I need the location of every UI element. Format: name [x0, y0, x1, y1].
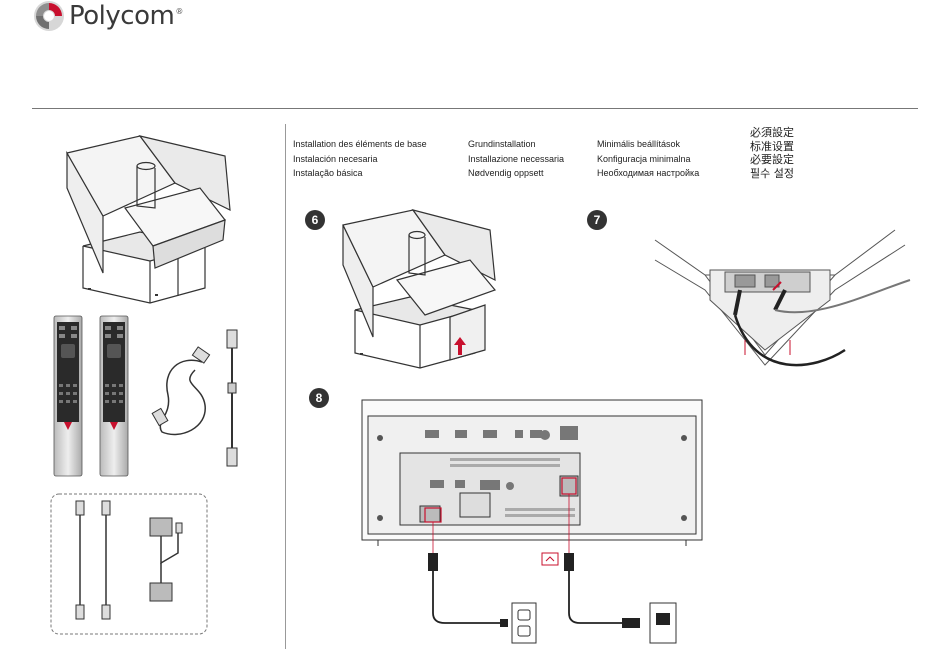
title-pt: Instalação básica	[293, 166, 427, 181]
step-8-badge: 8	[309, 388, 329, 408]
column-separator	[285, 124, 286, 649]
brand-name: Polycom®	[69, 1, 183, 31]
title-de: Grundinstallation	[468, 137, 564, 152]
title-ja: 必須設定	[750, 126, 794, 140]
title-column-2: Grundinstallation Installazione necessar…	[468, 137, 564, 181]
step-8-illustration	[360, 398, 705, 648]
step-7-illustration	[645, 220, 915, 380]
title-column-1: Installation des éléments de base Instal…	[293, 137, 427, 181]
step-6-illustration	[325, 205, 515, 375]
polycom-mark-icon	[33, 0, 65, 32]
title-column-3: Minimális beállítások Konfiguracja minim…	[597, 137, 699, 181]
title-column-4: 必須設定 标准设置 必要設定 필수 설정	[750, 126, 794, 180]
title-pl: Konfiguracja minimalna	[597, 152, 699, 167]
optional-cables-box	[50, 493, 208, 635]
title-it: Installazione necessaria	[468, 152, 564, 167]
title-hu: Minimális beállítások	[597, 137, 699, 152]
title-ko: 필수 설정	[750, 167, 794, 181]
step-7-badge: 7	[587, 210, 607, 230]
title-zh-tw: 必要設定	[750, 153, 794, 167]
title-ru: Необходимая настройка	[597, 166, 699, 181]
title-no: Nødvendig oppsett	[468, 166, 564, 181]
title-es: Instalación necesaria	[293, 152, 427, 167]
polycom-logo: Polycom®	[33, 0, 183, 32]
remote-controls-illustration	[52, 314, 137, 479]
codec-box-illustration	[55, 128, 250, 308]
network-cable-illustration	[222, 328, 242, 468]
title-zh-cn: 标准设置	[750, 140, 794, 154]
step-6-badge: 6	[305, 210, 325, 230]
header-rule	[32, 108, 918, 109]
usb-cable-illustration	[150, 340, 215, 445]
title-fr: Installation des éléments de base	[293, 137, 427, 152]
